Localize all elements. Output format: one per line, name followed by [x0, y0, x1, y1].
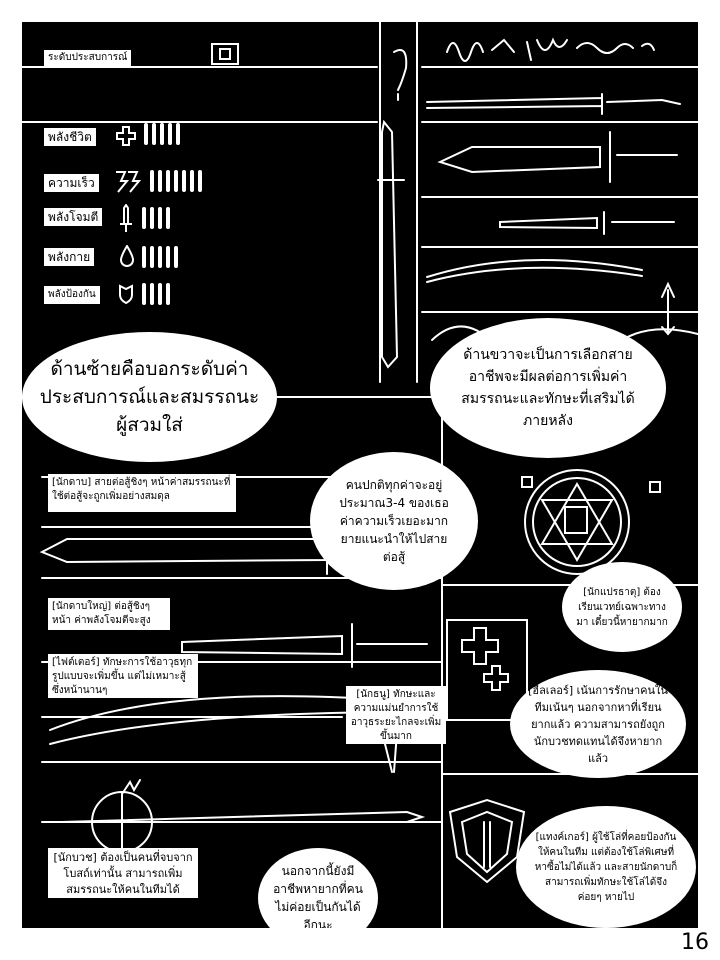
class-healer-text: [ฮีลเลอร์] เน้นการรักษาคนในทีมเน้นๆ นอกจ…: [510, 670, 686, 778]
stat-attack-label: พลังโจมตี: [44, 208, 103, 226]
class-priest-text: [นักบวช] ต้องเป็นคนที่จบจากโบสถ์เท่านั้น…: [48, 848, 198, 898]
class-elementalist-text: [นักแปรธาตุ] ต้องเรียนเวทย์เฉพาะทางมา เด…: [562, 562, 682, 652]
drop-icon: [119, 244, 135, 267]
plus-icon: [116, 126, 136, 146]
stat-stamina-bars: [142, 246, 178, 268]
sword-icon: [118, 203, 134, 234]
experience-level-header: ระดับประสบการณ์: [44, 50, 132, 66]
shield-icon: [118, 284, 134, 305]
class-swordsman-text: [นักดาบ] สายต่อสู้ชิงๆ หน้าค่าสมรรถนะที่…: [48, 474, 236, 512]
stat-speed-bars: [150, 170, 202, 192]
speech-bubble-center: คนปกติทุกค่าจะอยู่ประมาณ3-4 ของเธอค่าควา…: [310, 452, 478, 590]
page-number: 16: [681, 930, 709, 955]
class-greatsword-text: [นักดาบใหญ่] ต่อสู้ชิงๆ หน้า ค่าพลังโจมต…: [48, 598, 170, 640]
stat-hp-label: พลังชีวิต: [44, 128, 96, 146]
speech-bubble-right: ด้านขวาจะเป็นการเลือกสายอาชีพจะมีผลต่อกา…: [430, 318, 666, 458]
lightning-icon: [114, 170, 144, 194]
speech-bubble-bottom: นอกจากนี้ยังมีอาชีพหายากที่คนไม่ค่อยเป็น…: [258, 848, 378, 928]
stat-hp-bars: [144, 123, 180, 145]
stat-defense-label: พลังป้องกัน: [44, 286, 100, 304]
stat-stamina-label: พลังกาย: [44, 248, 95, 266]
speech-bubble-left: ด้านซ้ายคือบอกระดับค่าประสบการณ์และสมรรถ…: [22, 332, 277, 462]
class-fighter-text: [ไฟต์เตอร์] ทักษะการใช้อาวุธทุกรูปแบบจะเ…: [48, 654, 198, 698]
stat-speed-label: ความเร็ว: [44, 174, 99, 192]
stat-attack-bars: [142, 207, 170, 229]
stat-defense-bars: [142, 283, 170, 305]
class-tanker-text: [แทงค์เกอร์] ผู้ใช้โล่ที่คอยป้องกันให้คน…: [516, 806, 696, 928]
class-archer-text: [นักธนู] ทักษะและความแม่นยำการใช้อาวุธระ…: [346, 686, 446, 744]
panel-artwork: [22, 22, 698, 928]
comic-page: ระดับประสบการณ์ พลังชีวิต ความเร็ว พลังโ…: [22, 22, 698, 928]
